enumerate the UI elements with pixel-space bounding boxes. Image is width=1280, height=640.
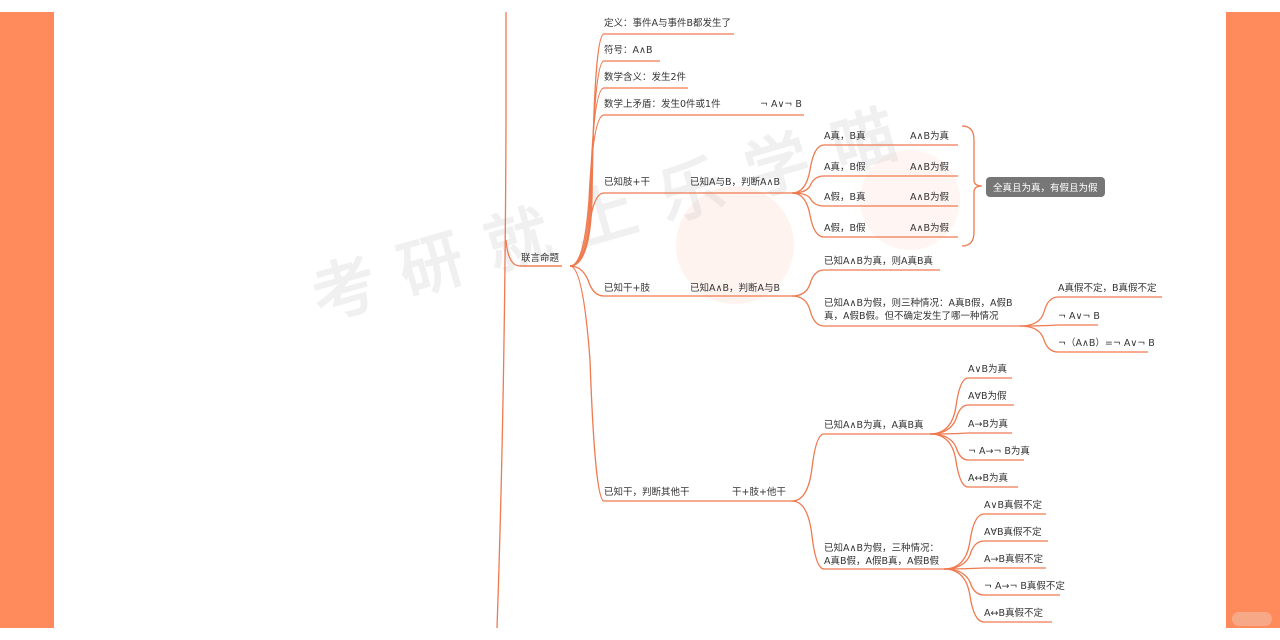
link-true-case: [791, 269, 940, 297]
case-condition-2[interactable]: A真，B假: [824, 162, 866, 173]
branch-math-meaning[interactable]: 数学含义：发生2件: [604, 72, 687, 83]
branch-given-other[interactable]: 已知干，判断其他干: [604, 487, 690, 498]
watermark-logo-circle: [676, 186, 794, 304]
case-condition-3[interactable]: A假，B真: [824, 192, 866, 203]
trunk-true-case[interactable]: 已知A∧B为真，则A真B真: [824, 256, 933, 267]
trunk-false-case[interactable]: 已知A∧B为假，则三种情况：A真B假，A假B真，A假B假。但不确定发生了哪一种情…: [824, 298, 1013, 322]
other-true-item-5[interactable]: A↔B为真: [968, 473, 1008, 484]
case-result-3[interactable]: A∧B为假: [910, 192, 949, 203]
given-trunk-sub[interactable]: 已知A∧B，判断A与B: [690, 283, 780, 294]
summary-label[interactable]: 全真且为真，有假且为假: [986, 177, 1105, 197]
link-given-limbs: [569, 192, 792, 267]
other-false-item-5[interactable]: A↔B真假不定: [984, 608, 1043, 619]
case-result-2[interactable]: A∧B为假: [910, 162, 949, 173]
case-condition-1[interactable]: A真，B真: [824, 131, 866, 142]
root-connector: [505, 239, 562, 267]
branch-given-trunk[interactable]: 已知干+肢: [604, 283, 650, 294]
false-outcome-3[interactable]: ¬（A∧B）=¬ A∨¬ B: [1058, 338, 1155, 349]
right-orange-border: [1226, 12, 1280, 628]
link-case-4: [791, 192, 958, 238]
link-case-1: [791, 144, 958, 194]
link-given-trunk: [569, 265, 792, 297]
branch-given-limbs[interactable]: 已知肢+干: [604, 177, 650, 188]
link-case-2: [791, 175, 958, 194]
summary-bracket: [961, 125, 983, 247]
other-true-case[interactable]: 已知A∧B为真，A真B真: [824, 420, 924, 431]
false-outcome-1[interactable]: A真假不定，B真假不定: [1058, 283, 1157, 294]
other-false-case[interactable]: 已知A∧B为假，三种情况：A真B假，A假B真，A假B假: [824, 543, 940, 567]
link-definition: [569, 33, 734, 267]
link-false-case: [791, 295, 1020, 327]
link-false-outcome-2: [1019, 324, 1098, 327]
link-math-contradiction: [569, 114, 804, 267]
branch-symbol[interactable]: 符号：A∧B: [604, 45, 653, 56]
other-false-item-2[interactable]: A∀B真假不定: [984, 527, 1042, 538]
root-topic[interactable]: 联言命题: [521, 253, 560, 264]
link-true-branch: [791, 433, 930, 502]
link-false-outcome-3: [1019, 325, 1148, 353]
other-true-item-2[interactable]: A∀B为假: [968, 391, 1007, 402]
link-symbol: [569, 60, 660, 267]
link-t3: [929, 432, 1012, 435]
link-f1: [943, 513, 1046, 570]
link-case-3: [791, 192, 958, 207]
math-contradiction-formula[interactable]: ¬ A∨¬ B: [760, 99, 802, 110]
given-limbs-sub[interactable]: 已知A与B，判断A∧B: [690, 177, 780, 188]
link-f3: [943, 567, 1046, 570]
link-f4: [943, 568, 1060, 596]
link-t2: [929, 404, 1014, 435]
case-result-1[interactable]: A∧B为真: [910, 131, 949, 142]
false-outcome-2[interactable]: ¬ A∨¬ B: [1058, 311, 1100, 322]
top-strip: [0, 0, 1280, 12]
other-true-item-3[interactable]: A→B为真: [968, 419, 1008, 430]
link-given-other: [569, 265, 792, 502]
case-condition-4[interactable]: A假，B假: [824, 223, 866, 234]
other-true-item-4[interactable]: ¬ A→¬ B为真: [968, 446, 1030, 457]
link-math-meaning: [569, 87, 688, 267]
other-true-item-1[interactable]: A∨B为真: [968, 364, 1007, 375]
link-t1: [929, 377, 1012, 435]
link-t4: [929, 433, 1024, 461]
other-false-item-1[interactable]: A∨B真假不定: [984, 500, 1042, 511]
other-false-item-4[interactable]: ¬ A→¬ B真假不定: [984, 581, 1065, 592]
link-false-outcome-1: [1019, 296, 1162, 327]
left-orange-border: [0, 12, 54, 628]
link-f2: [943, 540, 1048, 570]
case-result-4[interactable]: A∧B为假: [910, 223, 949, 234]
link-f5: [943, 568, 1052, 623]
branch-math-contradiction[interactable]: 数学上矛盾：发生0件或1件: [604, 99, 721, 110]
bottom-strip: [0, 628, 1280, 640]
branch-definition[interactable]: 定义：事件A与事件B都发生了: [604, 18, 732, 29]
left-trunk-line: [496, 12, 507, 629]
watermark-logo-circle-2: [860, 150, 960, 250]
corner-badge: [1232, 612, 1272, 626]
given-other-sub[interactable]: 干+肢+他干: [732, 487, 786, 498]
link-t5: [929, 433, 1018, 488]
other-false-item-3[interactable]: A→B真假不定: [984, 554, 1043, 565]
link-false-branch: [791, 500, 944, 570]
